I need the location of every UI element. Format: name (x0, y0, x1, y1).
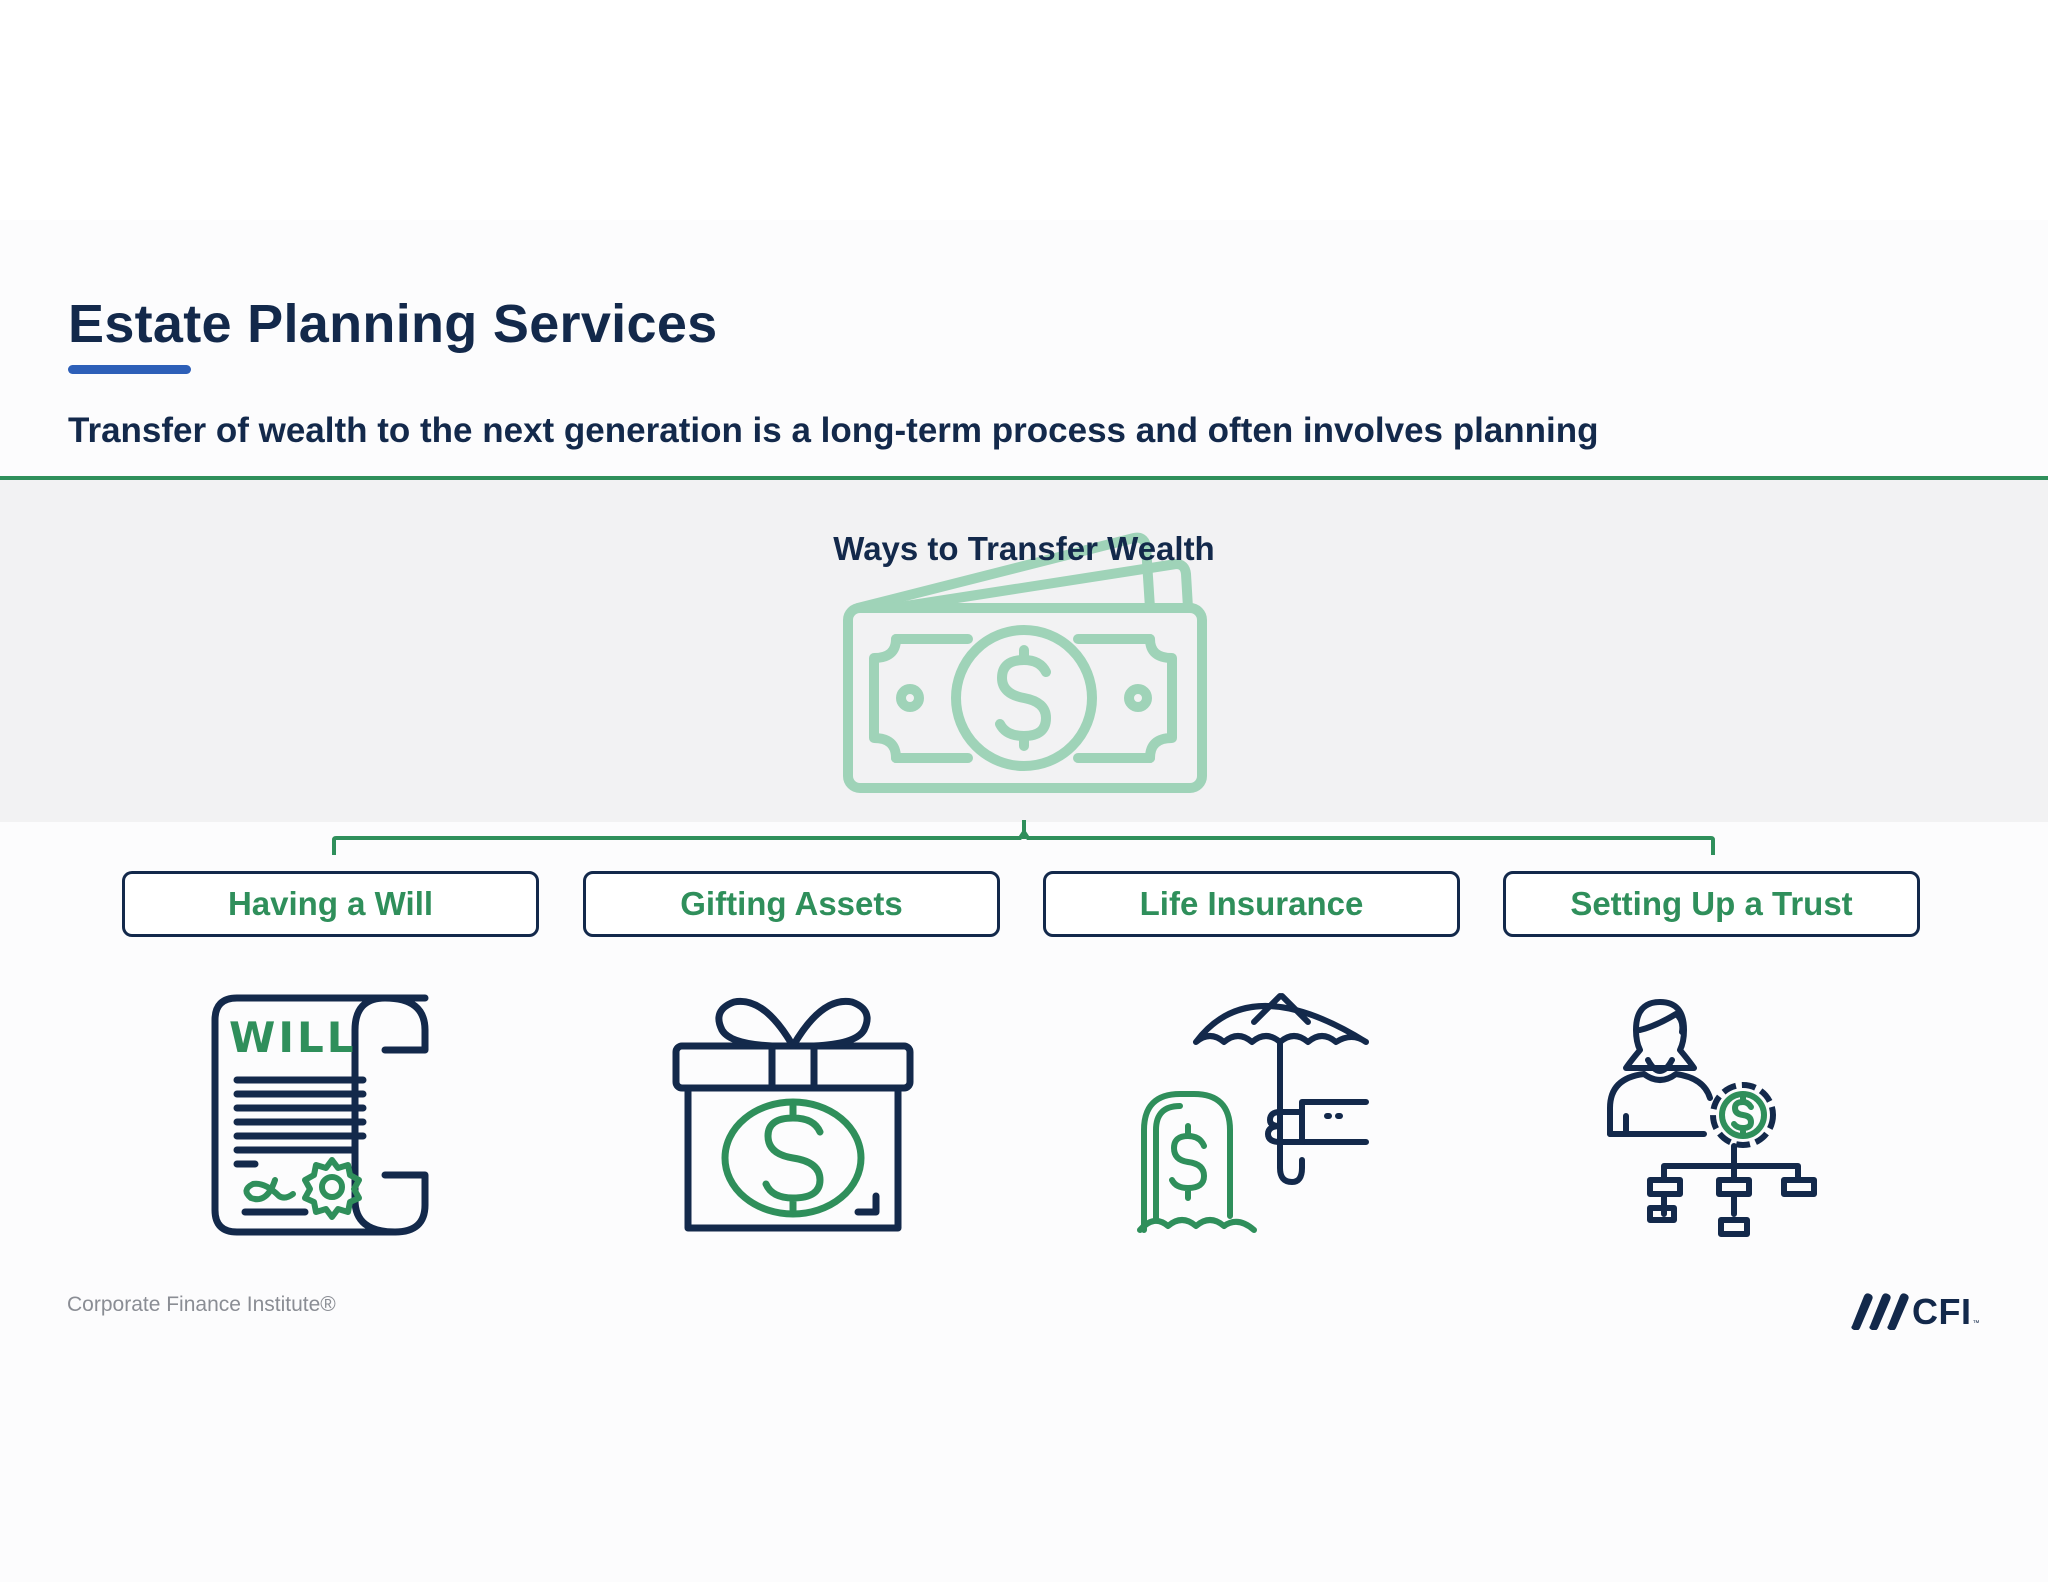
footer-source: Corporate Finance Institute® (67, 1293, 336, 1316)
cfi-logo: CFI ™ (1850, 1290, 1980, 1330)
title-underline (68, 365, 191, 374)
cfi-logo-tm: ™ (1972, 1320, 1980, 1327)
cfi-logo-mark-icon (1851, 1293, 1909, 1330)
page-subtitle: Transfer of wealth to the next generatio… (68, 411, 1599, 450)
branch-node-gifting-assets: Gifting Assets (583, 871, 1000, 937)
gift-box-dollar-icon (672, 997, 914, 1232)
cfi-logo-text: CFI (1912, 1291, 1972, 1332)
top-band (0, 0, 2048, 220)
umbrella-gravestone-icon (1137, 993, 1369, 1233)
will-scroll-icon: WILL (211, 994, 429, 1236)
money-bill-icon (843, 532, 1207, 793)
person-trust-structure-icon (1607, 999, 1817, 1237)
will-icon-text: WILL (229, 1013, 356, 1062)
root-node-label: Ways to Transfer Wealth (833, 530, 1215, 567)
branch-node-having-a-will: Having a Will (122, 871, 539, 937)
divider-rule (0, 476, 2048, 480)
page-title: Estate Planning Services (68, 294, 718, 354)
branch-node-setting-up-a-trust: Setting Up a Trust (1503, 871, 1920, 937)
branch-node-life-insurance: Life Insurance (1043, 871, 1460, 937)
